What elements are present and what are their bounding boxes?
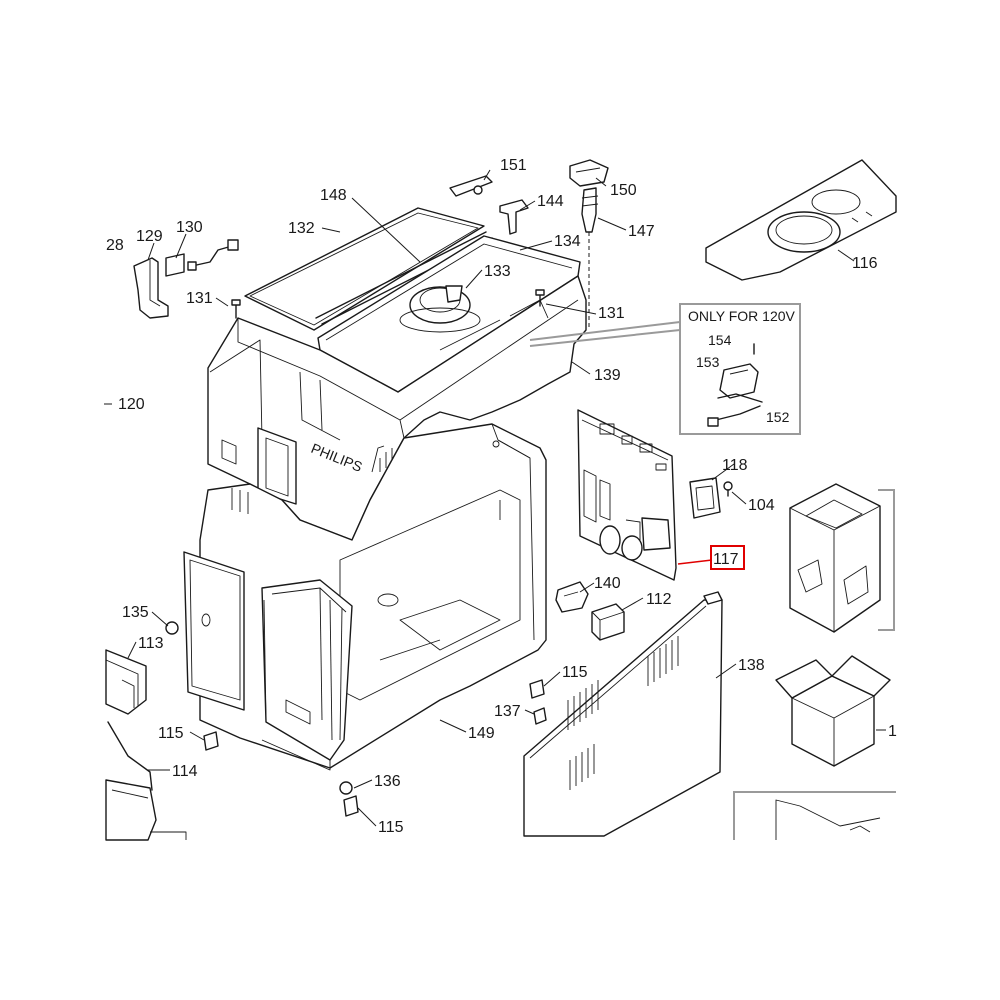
part-137-clip xyxy=(533,707,547,725)
highlight-117 xyxy=(677,545,745,570)
part-115-foot-left xyxy=(203,731,219,751)
part-packaging-box xyxy=(775,655,891,767)
callout-147: 147 xyxy=(628,223,655,240)
callout-1: 1 xyxy=(888,723,897,740)
inset-frame-bottom-right xyxy=(733,791,896,840)
part-117-pcb xyxy=(577,409,677,581)
part-151-clip xyxy=(449,175,493,197)
part-149-tank-frame xyxy=(183,551,353,761)
part-115-foot-bottom xyxy=(343,795,359,817)
only-120v-label: ONLY FOR 120V xyxy=(688,308,796,324)
part-131-screw-right xyxy=(535,289,545,307)
callout-149: 149 xyxy=(468,725,495,742)
part-136-bumper xyxy=(339,781,353,795)
callout-139: 139 xyxy=(594,367,621,384)
callout-129: 129 xyxy=(136,228,163,245)
part-118-pcb-cover xyxy=(689,477,721,519)
callout-112: 112 xyxy=(646,591,672,608)
callout-133: 133 xyxy=(484,263,511,280)
callout-136: 136 xyxy=(374,773,401,790)
part-147-valve xyxy=(581,187,599,330)
callout-116: 116 xyxy=(852,255,878,272)
callout-148: 148 xyxy=(320,187,347,204)
callout-150: 150 xyxy=(610,182,637,199)
part-138-side-panel xyxy=(523,591,723,837)
callout-117: 117 xyxy=(713,551,739,568)
callout-138: 138 xyxy=(738,657,765,674)
callout-154: 154 xyxy=(708,332,732,348)
callout-132: 132 xyxy=(288,220,315,237)
callout-113: 113 xyxy=(138,635,164,652)
part-114-drip-tray xyxy=(105,721,187,841)
callout-118: 118 xyxy=(722,457,748,474)
callout-152: 152 xyxy=(766,409,790,425)
callout-28: 28 xyxy=(106,237,124,254)
callout-114: 114 xyxy=(172,763,198,780)
callout-115-bottom: 115 xyxy=(378,819,404,836)
callout-135: 135 xyxy=(122,604,149,621)
callout-130: 130 xyxy=(176,219,203,236)
callout-140: 140 xyxy=(594,575,621,592)
callout-115-left: 115 xyxy=(158,725,184,742)
part-135-oring xyxy=(165,621,179,635)
callout-131-left: 131 xyxy=(186,290,213,307)
callout-137: 137 xyxy=(494,703,521,720)
part-133-knob xyxy=(399,285,481,333)
part-112-relay xyxy=(591,603,625,641)
part-28-bracket xyxy=(133,257,169,319)
callout-131-right: 131 xyxy=(598,305,625,322)
part-139-upper-housing: PHILIPS xyxy=(207,275,587,541)
callout-144: 144 xyxy=(537,193,564,210)
callout-151: 151 xyxy=(500,157,527,174)
part-113-tray xyxy=(105,649,147,715)
only-120v-box: ONLY FOR 120V xyxy=(529,303,801,435)
part-150-cap xyxy=(569,159,609,187)
part-116-tray-cover xyxy=(705,159,897,281)
part-water-tank-module xyxy=(789,483,895,633)
part-130-cable xyxy=(187,239,239,271)
part-129-label-plate xyxy=(165,253,185,277)
callout-120: 120 xyxy=(118,396,145,413)
part-131-screw-left xyxy=(231,299,241,319)
callout-labels: 151 150 148 144 147 132 130 134 129 28 1… xyxy=(106,157,897,836)
part-132-lid-gasket xyxy=(244,207,485,331)
part-104-screw xyxy=(723,481,733,497)
callout-115-center: 115 xyxy=(562,664,588,681)
part-144-holder xyxy=(499,199,529,235)
callout-153: 153 xyxy=(696,354,720,370)
part-140-connector xyxy=(555,581,589,613)
leader-lines xyxy=(104,169,886,827)
callout-104: 104 xyxy=(748,497,775,514)
part-115-foot-center xyxy=(529,679,545,699)
callout-134: 134 xyxy=(554,233,581,250)
